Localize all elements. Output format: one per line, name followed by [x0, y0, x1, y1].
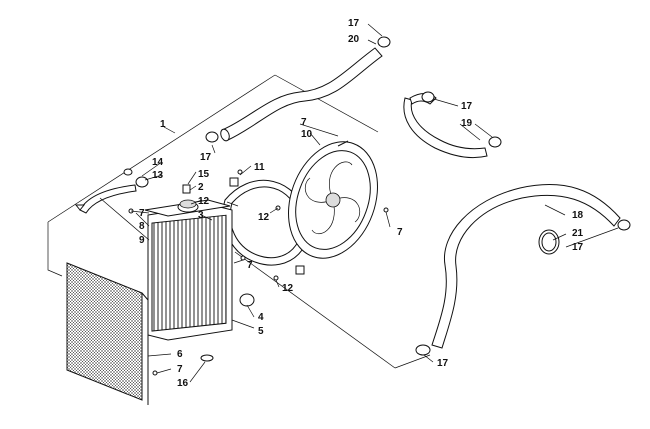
- callout-17d: 17: [437, 358, 449, 369]
- spring-clamp: [538, 229, 560, 255]
- assembly-outline: [47, 74, 431, 369]
- callout-10: 10: [301, 129, 313, 140]
- overflow-hose: [74, 184, 137, 214]
- callout-6: 6: [177, 349, 183, 360]
- callout-5: 5: [258, 326, 264, 337]
- callout-12b: 12: [258, 212, 270, 223]
- callout-17b: 17: [200, 152, 212, 163]
- cooling-fan: [288, 140, 378, 259]
- leader-lines: [99, 23, 619, 383]
- callout-7c: 7: [247, 260, 253, 271]
- callout-2: 2: [198, 182, 204, 193]
- callout-19: 19: [461, 118, 473, 129]
- callout-14: 14: [152, 157, 164, 168]
- callout-7a: 7: [139, 208, 145, 219]
- callout-7b: 7: [177, 364, 183, 375]
- hose-clamps: [205, 36, 631, 356]
- callout-labels: 1 2 3 4 5 6 7 7 7 7 7 8 9 10 11 12 12 12…: [139, 18, 584, 389]
- callout-8: 8: [139, 221, 145, 232]
- callout-9: 9: [139, 235, 145, 246]
- callout-12a: 12: [198, 196, 210, 207]
- callout-13: 13: [152, 170, 164, 181]
- callout-4: 4: [258, 312, 264, 323]
- radiator: [144, 199, 233, 341]
- hardware: [123, 168, 389, 376]
- callout-7e: 7: [397, 227, 403, 238]
- callout-7d: 7: [301, 117, 307, 128]
- small-hose: [403, 93, 488, 159]
- callout-3: 3: [198, 210, 204, 221]
- callout-12c: 12: [282, 283, 294, 294]
- callout-17e: 17: [572, 242, 584, 253]
- callout-17c: 17: [461, 101, 473, 112]
- callout-21: 21: [572, 228, 584, 239]
- upper-hose: [220, 47, 383, 142]
- callout-18: 18: [572, 210, 584, 221]
- callout-16: 16: [177, 378, 189, 389]
- callout-17a: 17: [348, 18, 360, 29]
- callout-15: 15: [198, 169, 210, 180]
- lower-hose: [431, 184, 621, 349]
- callout-20: 20: [348, 34, 360, 45]
- radiator-screen: [66, 262, 149, 405]
- callout-11: 11: [254, 162, 265, 173]
- callout-1: 1: [160, 119, 166, 130]
